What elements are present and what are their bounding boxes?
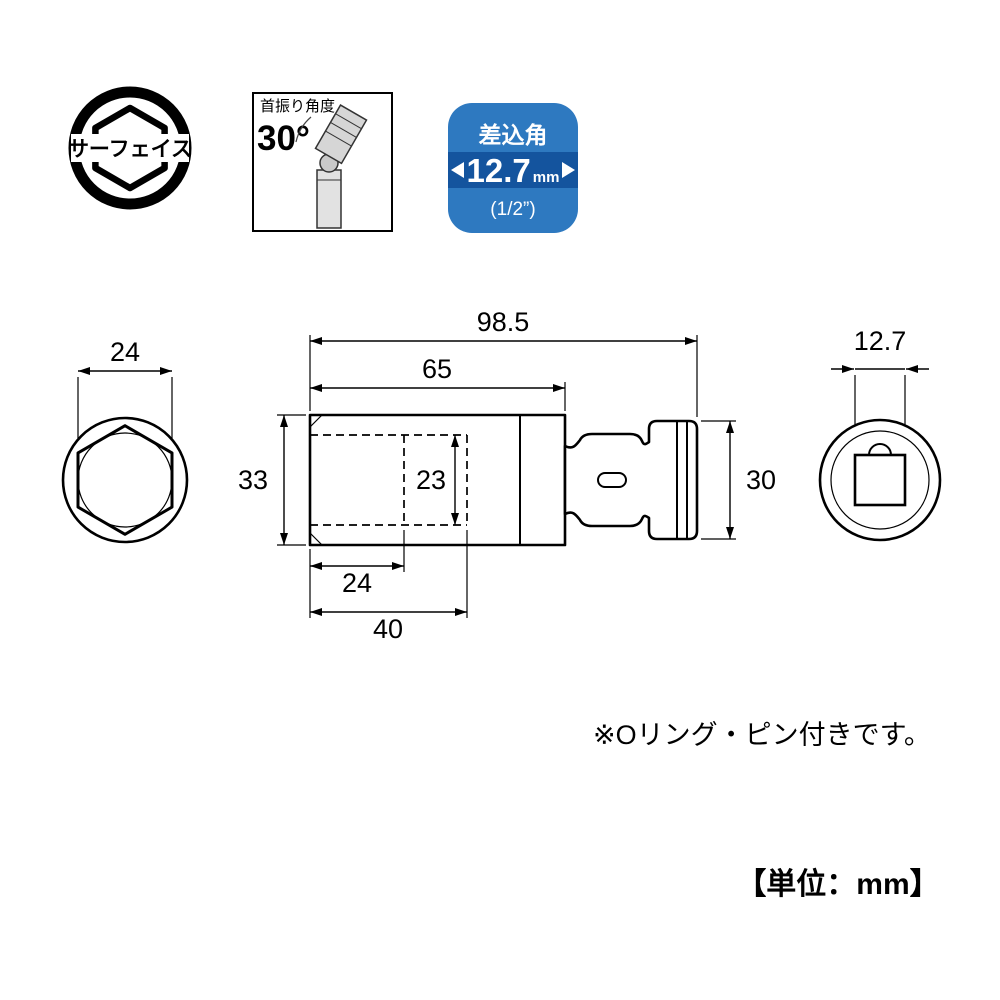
swing-socket-illustration bbox=[295, 104, 368, 229]
right-arrow-icon bbox=[562, 162, 575, 178]
swing-head-hatch bbox=[325, 130, 352, 147]
swing-angle-box: 首振り角度 30° bbox=[252, 92, 393, 232]
rear-pin-hole bbox=[868, 443, 892, 456]
swing-angle-value: 30° bbox=[257, 119, 310, 158]
joint-pin-slot bbox=[597, 472, 627, 488]
front-outer-circle bbox=[61, 416, 189, 544]
surface-badge-label-band bbox=[71, 134, 189, 162]
dim-bore-diameter: 23 bbox=[416, 465, 446, 495]
drive-badge-size-value: 12.7 bbox=[467, 152, 531, 189]
swing-tilted-head bbox=[314, 104, 368, 165]
universal-joint-silhouette bbox=[563, 419, 699, 541]
dim-body-diameter: 33 bbox=[238, 465, 268, 495]
rear-chamfer-circle bbox=[830, 430, 930, 530]
drive-badge-band bbox=[448, 152, 578, 188]
socket-body bbox=[308, 413, 567, 547]
front-bore-circle bbox=[77, 432, 173, 528]
drive-badge-title: 差込角 bbox=[479, 122, 548, 148]
swing-head-hatch bbox=[335, 113, 362, 130]
swing-angle-title: 首振り角度 bbox=[260, 98, 335, 115]
dim-hex-depth: 24 bbox=[342, 568, 372, 598]
swing-arc bbox=[295, 116, 312, 143]
dim-front-width: 24 bbox=[110, 337, 140, 367]
drive-badge-size-unit: mm bbox=[533, 169, 560, 186]
left-arrow-icon bbox=[451, 162, 464, 178]
surface-badge-label: サーフェイス bbox=[68, 138, 192, 161]
rear-view: 12.7 bbox=[818, 326, 942, 542]
drive-badge-fraction: (1/2”) bbox=[490, 199, 535, 220]
oring-pin-note: ※Oリング・ピン付きです。 bbox=[593, 720, 931, 750]
rear-square-drive bbox=[853, 453, 907, 507]
unit-label: 【単位：mm】 bbox=[736, 867, 939, 901]
surface-badge-hexagon bbox=[92, 104, 168, 192]
side-view: 98.5 65 33 30 23 bbox=[238, 307, 776, 644]
dim-total-length: 98.5 bbox=[477, 307, 530, 337]
chamfer-line bbox=[309, 414, 323, 428]
dim-drive-end-diameter: 30 bbox=[746, 465, 776, 495]
chamfer-line bbox=[309, 532, 323, 546]
dim-bore-depth: 40 bbox=[373, 614, 403, 644]
front-view: 24 bbox=[61, 337, 189, 544]
swing-head-hatch bbox=[330, 121, 357, 138]
surface-drive-badge: サーフェイス bbox=[68, 86, 192, 210]
swing-head-body bbox=[314, 104, 368, 165]
front-hex-bore bbox=[76, 424, 174, 536]
dim-body-length: 65 bbox=[422, 354, 452, 384]
dim-drive-size: 12.7 bbox=[854, 326, 907, 356]
swing-shank bbox=[316, 169, 342, 229]
